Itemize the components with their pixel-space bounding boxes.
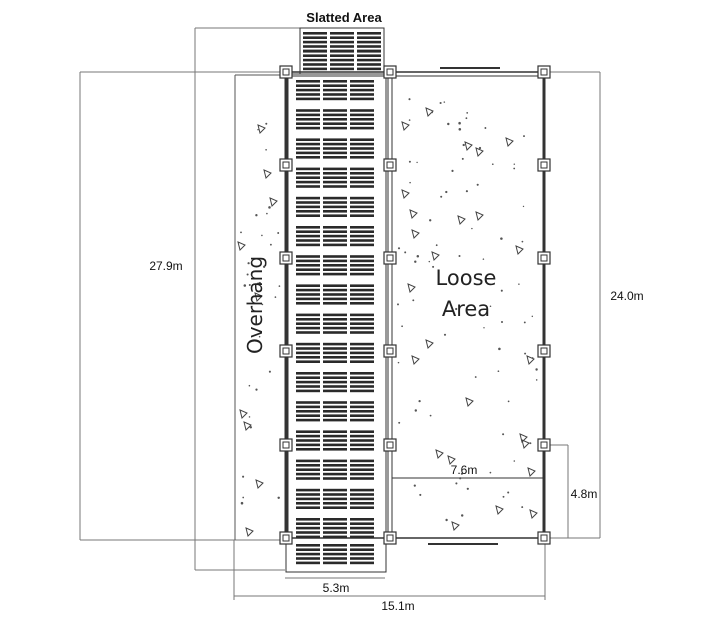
dimension-height-right: 24.0m: [610, 289, 643, 303]
dimension-width-total: 15.1m: [381, 599, 414, 613]
loose-area-texture: [237, 98, 538, 537]
slat-panel: [296, 313, 374, 334]
dimension-inner-width: 7.6m: [451, 463, 478, 477]
slat-panel: [296, 372, 374, 393]
slat-panel: [296, 488, 374, 509]
overhang-outline: [234, 74, 285, 540]
structural-posts: [279, 65, 551, 545]
slat-panel: [296, 459, 374, 480]
post-marker: [383, 531, 397, 545]
slatted-area-label: Slatted Area: [306, 10, 382, 25]
slat-panel: [303, 32, 381, 53]
dimension-lines: [79, 27, 601, 600]
slatted-floor-strip: [285, 27, 387, 573]
slat-panel: [296, 226, 374, 247]
post-marker: [537, 251, 551, 265]
post-marker: [537, 158, 551, 172]
slat-panel: [296, 109, 374, 130]
slat-panel: [296, 284, 374, 305]
slat-panel: [296, 518, 374, 539]
post-marker: [537, 65, 551, 79]
post-marker: [279, 438, 293, 452]
post-marker: [383, 251, 397, 265]
slat-panel: [296, 401, 374, 422]
post-marker: [383, 344, 397, 358]
post-marker: [279, 65, 293, 79]
slat-panel: [296, 80, 374, 101]
dimension-inner-height: 4.8m: [571, 487, 598, 501]
post-marker: [537, 438, 551, 452]
post-marker: [537, 344, 551, 358]
post-marker: [279, 531, 293, 545]
post-marker: [383, 65, 397, 79]
opening-markers: [428, 67, 500, 545]
post-marker: [537, 531, 551, 545]
post-marker: [279, 344, 293, 358]
post-marker: [279, 251, 293, 265]
slat-panel: [296, 255, 374, 276]
post-marker: [279, 158, 293, 172]
post-marker: [383, 438, 397, 452]
post-marker: [383, 158, 397, 172]
slat-panel: [296, 342, 374, 363]
dimension-height-total: 27.9m: [149, 259, 182, 273]
dimension-width-slat: 5.3m: [323, 581, 350, 595]
slat-panel: [296, 544, 374, 565]
slat-panel: [296, 138, 374, 159]
slat-panel: [296, 430, 374, 451]
slat-panel: [296, 196, 374, 217]
overhang-label: Overhang: [243, 256, 267, 354]
slat-panel: [296, 167, 374, 188]
loose-area-label-line1: Loose: [436, 266, 497, 290]
loose-area-label-line2: Area: [442, 297, 490, 321]
slat-panel: [303, 50, 381, 71]
building-walls: [284, 71, 546, 539]
